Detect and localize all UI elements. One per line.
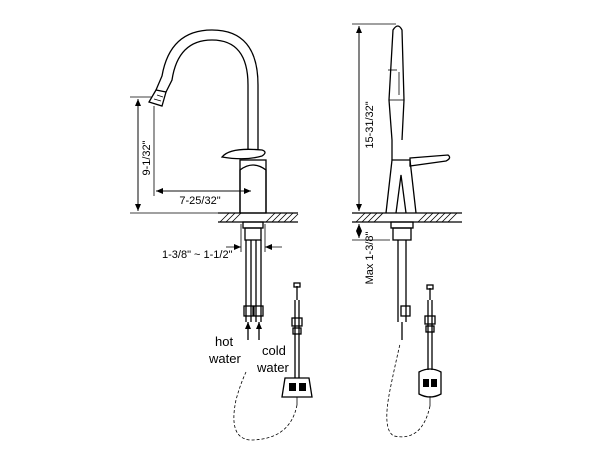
cold-label-line2: water (256, 360, 289, 375)
side-faucet-body (385, 25, 451, 214)
spout-reach-label: 7-25/32" (179, 195, 220, 207)
side-countertop (352, 212, 462, 223)
cold-label-line1: cold (262, 343, 286, 358)
dim-hole-diameter: 1-3/8" ~ 1-1/2" (162, 224, 282, 261)
side-spray-hose (386, 284, 442, 438)
spout-height-label: 9-1/32" (141, 140, 153, 175)
dim-spout-reach: 7-25/32" (153, 106, 251, 207)
side-shank (390, 221, 414, 340)
front-faucet-body (148, 29, 267, 214)
hot-label-line1: hot (215, 334, 233, 349)
dim-spout-height: 9-1/32" (130, 96, 218, 214)
hole-diameter-label: 1-3/8" ~ 1-1/2" (162, 249, 233, 261)
dim-total-height: 15-31/32" (352, 23, 396, 211)
total-height-label: 15-31/32" (364, 101, 376, 148)
side-view: 15-31/32" Max 1-3/8" (352, 23, 462, 438)
front-spray-hose (233, 282, 313, 441)
hot-label-line2: water (208, 351, 241, 366)
front-shank (242, 221, 264, 322)
front-view: 9-1/32" 7-25/32" 1-3/8" ~ 1-1/2" hot wat… (130, 29, 313, 441)
max-deck-label: Max 1-3/8" (364, 232, 376, 285)
front-supply-arrows (245, 322, 262, 340)
front-countertop (218, 212, 299, 223)
dim-max-deck: Max 1-3/8" (352, 224, 390, 284)
